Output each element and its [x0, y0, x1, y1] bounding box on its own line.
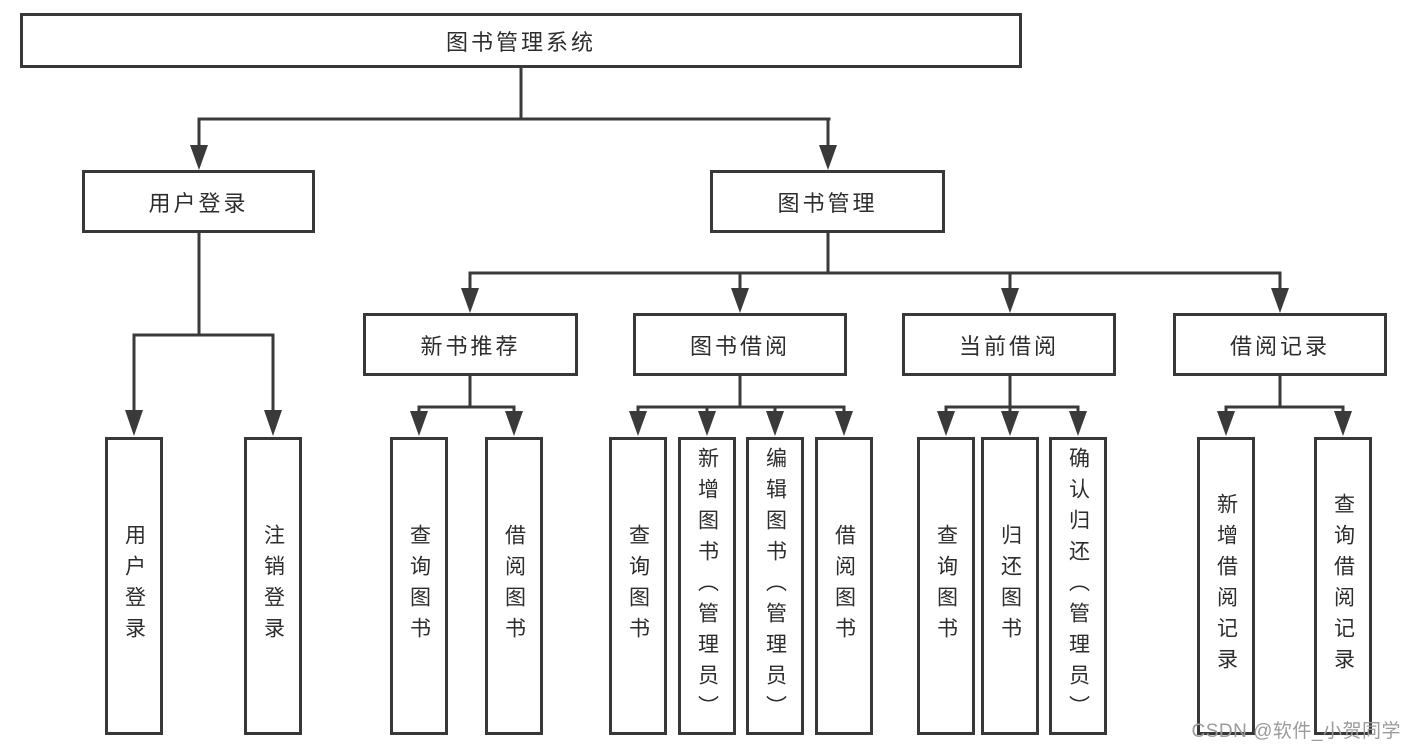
node-book-borrow: 图书借阅 — [633, 313, 847, 376]
leaf-borrow-query-book: 查询图书 — [609, 437, 667, 735]
leaf-logout-login: 注销登录 — [244, 437, 302, 735]
node-book-borrow-label: 图书借阅 — [689, 333, 790, 359]
leaf-records-add-record: 新增借阅记录 — [1197, 437, 1255, 735]
leaf-records-query-record-label: 查询借阅记录 — [1331, 493, 1355, 679]
node-new-book-recommend-label: 新书推荐 — [420, 333, 521, 359]
connector-book-borrow-branch — [629, 376, 853, 436]
connector-book-management-branch — [461, 233, 1289, 313]
csdn-watermark: CSDN @软件_小贺同学 — [1191, 721, 1401, 742]
connector-current-borrow-branch — [937, 376, 1087, 436]
leaf-current-return-book: 归还图书 — [981, 437, 1039, 735]
leaf-records-add-record-label: 新增借阅记录 — [1214, 493, 1238, 679]
connector-new-book-recommend-branch — [410, 376, 523, 436]
node-book-management-label: 图书管理 — [777, 190, 878, 216]
leaf-borrow-query-book-label: 查询图书 — [626, 524, 650, 648]
leaf-current-query-book-label: 查询图书 — [934, 524, 958, 648]
node-root-label: 图书管理系统 — [445, 29, 596, 55]
connector-user-login-branch — [125, 233, 282, 436]
leaf-borrow-borrow-book-label: 借阅图书 — [832, 524, 856, 648]
node-root: 图书管理系统 — [20, 13, 1022, 68]
leaf-borrow-edit-book-label: 编辑图书（管理员） — [763, 446, 787, 726]
leaf-records-query-record: 查询借阅记录 — [1314, 437, 1372, 735]
leaf-recommend-query-book: 查询图书 — [390, 437, 448, 735]
leaf-current-return-book-label: 归还图书 — [998, 524, 1022, 648]
node-user-login: 用户登录 — [82, 170, 315, 233]
leaf-recommend-borrow-book-label: 借阅图书 — [502, 524, 526, 648]
leaf-borrow-borrow-book: 借阅图书 — [815, 437, 873, 735]
connector-borrow-records-branch — [1217, 376, 1352, 436]
leaf-recommend-borrow-book: 借阅图书 — [485, 437, 543, 735]
connector-root-to-level2 — [190, 66, 837, 170]
leaf-current-confirm-return: 确认归还（管理员） — [1049, 437, 1107, 735]
node-book-management: 图书管理 — [710, 170, 945, 233]
leaf-borrow-add-book: 新增图书（管理员） — [678, 437, 736, 735]
node-new-book-recommend: 新书推荐 — [363, 313, 578, 376]
node-current-borrow-label: 当前借阅 — [958, 333, 1059, 359]
node-current-borrow: 当前借阅 — [902, 313, 1116, 376]
leaf-current-query-book: 查询图书 — [917, 437, 975, 735]
node-borrow-records: 借阅记录 — [1173, 313, 1387, 376]
leaf-user-login-label: 用户登录 — [122, 524, 146, 648]
leaf-user-login: 用户登录 — [105, 437, 163, 735]
leaf-recommend-query-book-label: 查询图书 — [407, 524, 431, 648]
node-borrow-records-label: 借阅记录 — [1229, 333, 1330, 359]
leaf-current-confirm-return-label: 确认归还（管理员） — [1066, 446, 1090, 726]
leaf-borrow-edit-book: 编辑图书（管理员） — [746, 437, 804, 735]
leaf-borrow-add-book-label: 新增图书（管理员） — [695, 446, 719, 726]
leaf-logout-login-label: 注销登录 — [261, 524, 285, 648]
node-user-login-label: 用户登录 — [148, 190, 249, 216]
